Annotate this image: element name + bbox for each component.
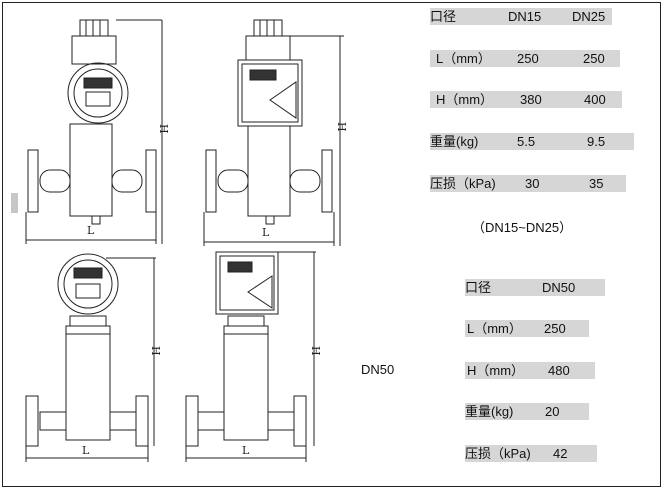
cell-label: 压损（kPa): [430, 176, 496, 191]
spec-row-weight-dn50: 重量(kg) 20: [465, 403, 589, 420]
dn50-label: DN50: [361, 362, 395, 377]
drawing-bottom-left-round-display: [25, 253, 156, 462]
cell-dn25: DN25: [572, 9, 606, 24]
dim-H-2: H: [335, 122, 348, 132]
cell-value: 250: [517, 51, 539, 66]
cell-label: L（mm）: [436, 51, 491, 66]
cell-label: 压损（kPa): [465, 446, 531, 461]
cell-caliber: 口径: [430, 9, 457, 24]
cell-label: L（mm）: [467, 321, 522, 336]
drawing-top-middle-rect-display: [203, 19, 344, 246]
spec-row-pressure-loss: 压损（kPa) 30 35: [430, 175, 626, 192]
drawing-bottom-middle-rect-display: [185, 251, 316, 462]
drawing-top-left-round-display: [25, 19, 163, 244]
spec-row-header-dn50: 口径 DN50: [465, 279, 605, 296]
spec-row-L: L（mm） 250 250: [430, 50, 620, 67]
cell-dn15: DN15: [508, 9, 542, 24]
table-caption-dn15-25: （DN15~DN25）: [472, 220, 573, 235]
cell-value: 250: [544, 321, 566, 336]
cell-caliber: 口径: [465, 280, 492, 295]
spec-row-H-dn50: H（mm） 480: [465, 362, 595, 379]
spec-row-L-dn50: L（mm） 250: [465, 320, 589, 337]
dim-H-4: H: [309, 346, 322, 356]
page-frame: [2, 2, 661, 487]
cell-value: 20: [545, 404, 560, 419]
cell-label: 重量(kg): [465, 404, 514, 419]
cell-value: 42: [553, 446, 568, 461]
dim-H-1: H: [157, 124, 170, 134]
cell-value: 380: [520, 92, 542, 107]
dim-L-1: L: [87, 224, 95, 237]
cell-dn50: DN50: [542, 280, 576, 295]
cell-value: 480: [548, 363, 570, 378]
cell-value: 35: [589, 176, 604, 191]
cell-value: 9.5: [587, 134, 606, 149]
cell-value: 400: [584, 92, 606, 107]
dim-H-3: H: [149, 346, 162, 356]
cell-value: 250: [583, 51, 605, 66]
dim-L-3: L: [82, 444, 90, 457]
dim-L-4: L: [242, 444, 250, 457]
spec-row-header-dn15-25: 口径 DN15 DN25: [430, 8, 612, 25]
cell-label: H（mm）: [436, 92, 494, 107]
margin-marker: [11, 193, 18, 213]
dim-L-2: L: [262, 226, 270, 239]
spec-row-H: H（mm） 380 400: [430, 91, 622, 108]
spec-row-weight: 重量(kg) 5.5 9.5: [430, 133, 634, 150]
spec-row-pressure-loss-dn50: 压损（kPa) 42: [465, 445, 597, 462]
cell-label: H（mm）: [467, 363, 525, 378]
cell-label: 重量(kg): [430, 134, 479, 149]
cell-value: 30: [525, 176, 540, 191]
cell-value: 5.5: [517, 134, 536, 149]
